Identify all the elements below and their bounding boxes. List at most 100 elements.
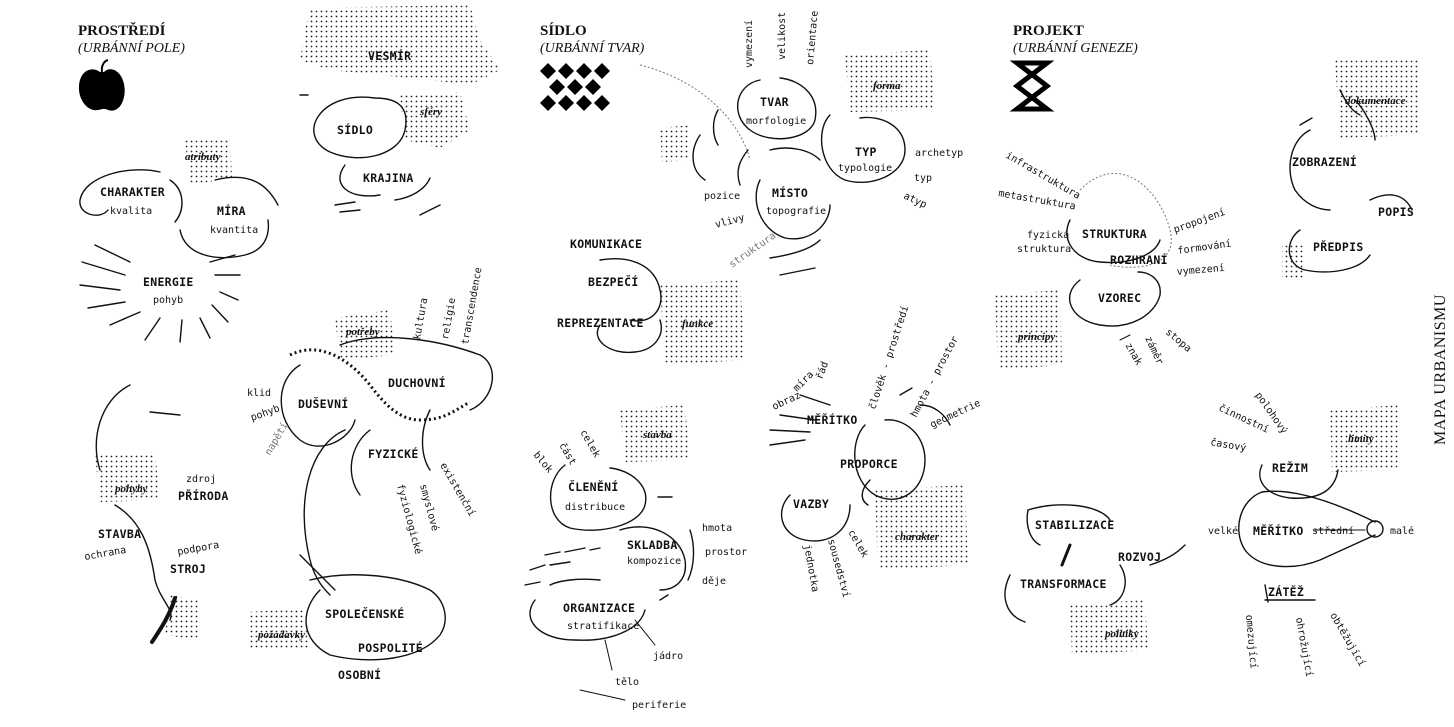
node-transcendence: transcendence [460, 267, 484, 346]
node-hmota-prostor: hmota - prostor [909, 335, 961, 420]
node-morfologie: morfologie [746, 116, 806, 127]
node-kultura: kultura [412, 297, 430, 340]
node-velikost: velikost [777, 12, 788, 60]
node-periferie: periferie [632, 700, 686, 711]
node-dusevni: DUŠEVNÍ [298, 396, 349, 411]
tag-potreby: potřeby [345, 326, 380, 338]
map-title: MAPA URBANISMU [1432, 294, 1449, 445]
node-spolecenske: SPOLEČENSKÉ [325, 606, 404, 621]
node-struktura: STRUKTURA [1082, 227, 1147, 241]
node-energie: ENERGIE [143, 275, 194, 289]
tag-funkce: funkce [682, 318, 713, 330]
node-obraz: obraz [771, 390, 803, 413]
node-mira: míra [791, 369, 817, 395]
node-distribuce: distribuce [565, 502, 625, 513]
apple-icon [78, 59, 125, 111]
node-struktura: struktura [727, 230, 778, 270]
node-vazby: VAZBY [793, 497, 829, 511]
node-jednotka: jednotka [801, 544, 820, 593]
node-celek: celek [845, 528, 870, 560]
node-meritko: MĚŘÍTKO [807, 412, 858, 427]
node-deje: děje [702, 575, 726, 587]
node-komunikace: KOMUNIKACE [570, 237, 642, 251]
node-vymezeni: vymezení [743, 20, 755, 68]
prostredi-subheading: (URBÁNNÍ POLE) [78, 39, 185, 56]
node-typ2: typ [914, 173, 932, 184]
node-orientace: orientace [805, 10, 821, 65]
prostredi-heading: PROSTŘEDÍ [78, 22, 166, 39]
node-predpis: PŘEDPIS [1313, 239, 1364, 254]
node-vlivy: vlivy [714, 212, 746, 230]
projekt-heading: PROJEKT [1013, 23, 1084, 39]
node-znak: znak [1122, 341, 1144, 367]
node-kvalita: kvalita [110, 206, 152, 217]
node-jadro: jádro [653, 650, 683, 662]
node-priroda: PŘÍRODA [178, 488, 229, 503]
sidlo-subheading: (URBÁNNÍ TVAR) [540, 39, 645, 56]
diamond-grid-icon [540, 63, 610, 111]
tag-sfery: sféry [419, 106, 442, 118]
node-pohyb2: pohyb [249, 403, 281, 424]
node-pospolite: POSPOLITÉ [358, 640, 423, 655]
node-transformace: TRANSFORMACE [1020, 577, 1107, 591]
node-blok: blok [531, 450, 555, 476]
projekt-nodes: infrastruktura metastruktura fyzická str… [997, 95, 1414, 678]
node-hmota: hmota [702, 523, 732, 534]
node-stredni: střední [1312, 525, 1354, 537]
node-proporce: PROPORCE [840, 457, 898, 471]
node-celek2: celek [577, 428, 602, 460]
tag-atributy: atributy [185, 151, 221, 163]
node-atyp: atyp [902, 191, 928, 211]
node-typologie: typologie [838, 163, 892, 174]
node-tvar: TVAR [760, 95, 789, 109]
node-pozice: pozice [704, 191, 740, 202]
node-topografie: topografie [766, 206, 826, 217]
node-fyzicke: FYZICKÉ [368, 446, 419, 461]
node-smyslove: smyslové [417, 483, 441, 533]
node-propojeni: propojení [1172, 206, 1227, 236]
node-archetyp: archetyp [915, 148, 963, 159]
node-zdroj: zdroj [186, 474, 216, 485]
dotted-textures [95, 5, 1418, 655]
tag-pohyby: pohyby [114, 483, 148, 495]
tag-limity: limity [1348, 433, 1374, 445]
hourglass-chain-icon [1009, 60, 1055, 112]
sidlo-nodes: vymezení velikost orientace forma TVAR m… [531, 10, 983, 711]
node-stratifikace: stratifikace [567, 621, 639, 632]
node-zamer: záměr [1142, 334, 1166, 366]
node-existencni: existenční [437, 461, 478, 519]
node-rozvoj: ROZVOJ [1118, 550, 1161, 564]
node-vesmir: VESMÍR [368, 48, 411, 63]
node-omezujici: omezující [1243, 614, 1260, 669]
node-pohyb: pohyb [153, 295, 183, 306]
node-typ: TYP [855, 145, 877, 159]
node-prostor: prostor [705, 547, 747, 558]
node-stopa: stopa [1163, 327, 1193, 355]
node-rezim: REŽIM [1272, 460, 1308, 475]
node-stabilizace: STABILIZACE [1035, 518, 1114, 532]
tag-principy: principy [1017, 331, 1055, 343]
node-struktura-small: struktura [1017, 244, 1071, 255]
tag-politiky: politiky [1104, 628, 1139, 640]
node-stroj: STROJ [170, 562, 206, 576]
node-charakter: CHARAKTER [100, 185, 165, 199]
node-telo: tělo [615, 676, 639, 688]
node-zatez: ZÁTĚŽ [1268, 584, 1304, 599]
node-cast: část [556, 441, 578, 468]
node-bezpeci: BEZPEČÍ [588, 274, 639, 289]
node-duchovni: DUCHOVNÍ [388, 375, 446, 390]
tag-pozadavky: požadavky [257, 629, 305, 641]
node-religie: religie [440, 297, 458, 340]
node-skladba: SKLADBA [627, 538, 678, 552]
node-klid: klid [247, 388, 271, 399]
node-cleneni: ČLENĚNÍ [568, 479, 619, 494]
node-krajina: KRAJINA [363, 171, 414, 185]
node-geometrie: geometrie [929, 398, 983, 431]
node-sidlo: SÍDLO [337, 122, 373, 137]
node-formovani: formování [1177, 238, 1232, 257]
node-kvantita: kvantita [210, 225, 258, 236]
node-osobni: OSOBNÍ [338, 667, 381, 682]
node-zobrazeni: ZOBRAZENÍ [1292, 154, 1357, 169]
tag-forma: forma [873, 80, 901, 92]
